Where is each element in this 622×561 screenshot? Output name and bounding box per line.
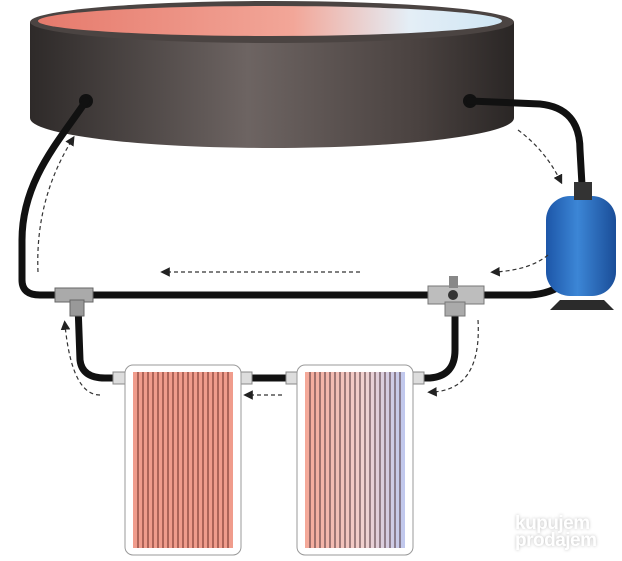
flow-arrow — [517, 129, 563, 185]
watermark-line1: kupujem — [515, 513, 590, 534]
bypass-valve[interactable] — [427, 276, 485, 317]
solar-panel-1 — [124, 364, 242, 556]
pool-filter — [546, 182, 616, 310]
flow-arrows — [37, 129, 563, 400]
panel-return-pipe — [74, 301, 130, 382]
watermark-line2: prodajem — [515, 530, 597, 551]
pool — [30, 1, 514, 148]
flow-arrow — [60, 320, 101, 396]
flow-arrow — [490, 254, 549, 277]
watermark-logo: kupujem prodajem — [515, 513, 597, 551]
return-pipe — [18, 97, 444, 299]
flow-arrow — [427, 319, 479, 397]
t-fitting — [54, 287, 94, 317]
solar-panel-2 — [296, 364, 414, 556]
pool-to-filter-pipe — [466, 97, 586, 189]
valve-to-panel-pipe — [408, 311, 459, 382]
flow-arrow — [37, 135, 75, 273]
pool-water — [38, 6, 502, 36]
